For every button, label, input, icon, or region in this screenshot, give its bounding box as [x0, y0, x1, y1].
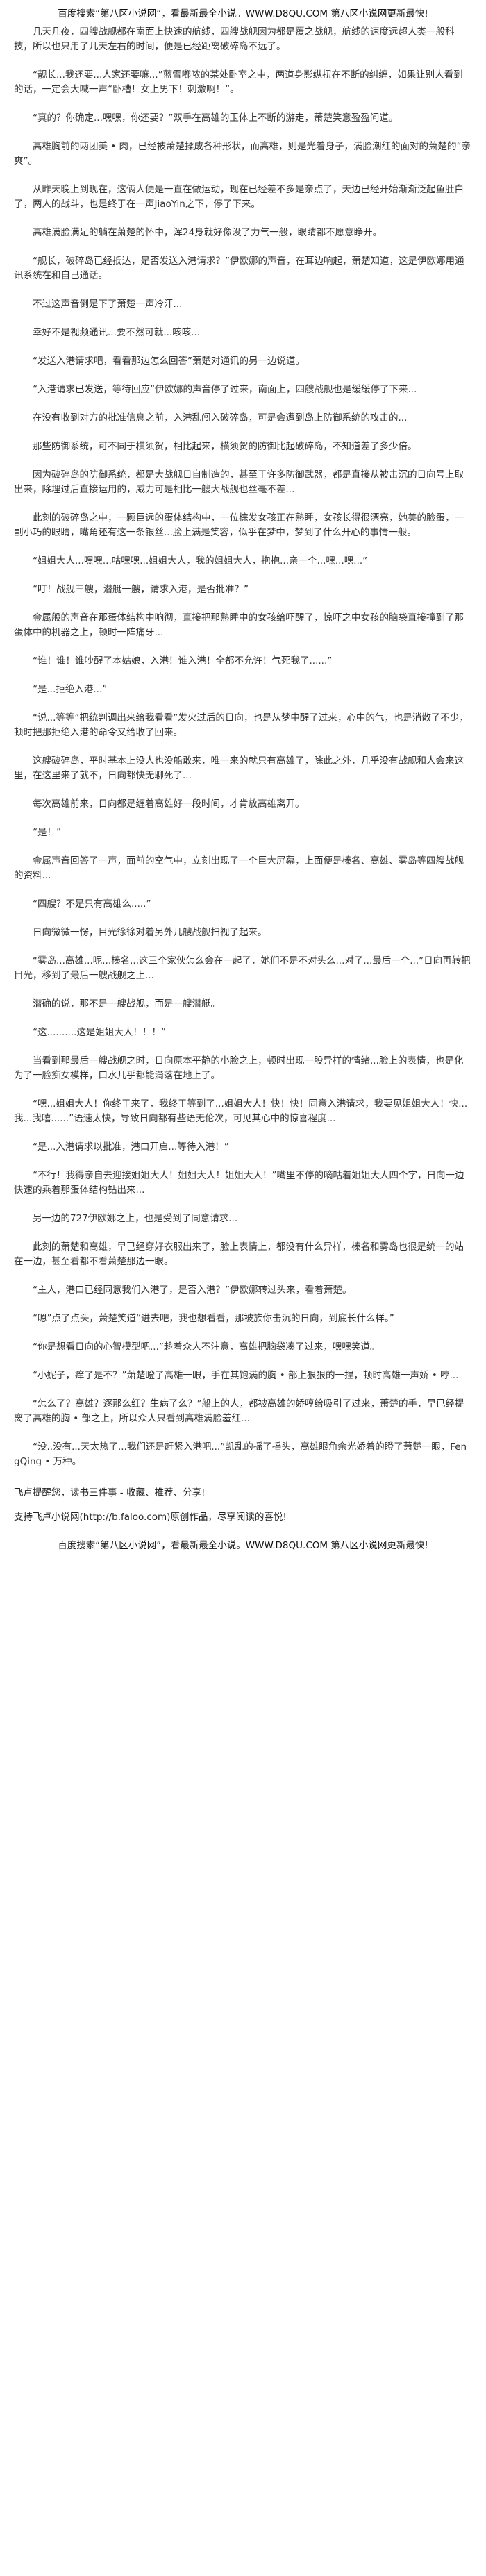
chapter-content: 几天几夜，四艘战舰都在南面上快速的航线，四艘战舰因为都是覆之战舰，航线的速度远超… — [14, 25, 472, 1469]
faloo-reminder: 飞卢提醒您，读书三件事 - 收藏、推荐、分享! — [14, 1487, 206, 1498]
paragraph: “说...等等”把统判调出来给我看看”发火过后的日向，也是从梦中醒了过来，心中的… — [14, 712, 469, 738]
paragraph: “叮！战舰三艘，潜艇一艘，请求入港，是否批准？” — [33, 584, 249, 595]
site-banner-bottom: 百度搜索“第八区小说网”，看最新最全小说。WWW.D8QU.COM 第八区小说网… — [58, 1540, 428, 1551]
paragraph: “姐姐大人...嘿嘿...咕嘿嘿...姐姐大人，我的姐姐大人，抱抱...亲一个.… — [33, 555, 368, 567]
paragraph: “舰长，破碎岛已经抵达，是否发送入港请求？”伊欧娜的声音，在耳边响起，萧楚知道，… — [14, 256, 464, 281]
footer: 飞卢提醒您，读书三件事 - 收藏、推荐、分享! 支持飞卢小说网(http://b… — [14, 1483, 472, 1525]
paragraph: “是...拒绝入港...” — [33, 684, 108, 695]
paragraph: “这..........这是姐姐大人！！！” — [33, 1027, 166, 1038]
page: 百度搜索“第八区小说网”，看最新最全小说。WWW.D8QU.COM 第八区小说网… — [14, 8, 472, 1551]
paragraph: 不过这声音倒是下了萧楚一声冷汗... — [33, 299, 183, 310]
paragraph: “不行！我得亲自去迎接姐姐大人！姐姐大人！姐姐大人！”嘴里不停的嘀咕着姐姐大人四… — [14, 1170, 464, 1196]
paragraph: 几天几夜，四艘战舰都在南面上快速的航线，四艘战舰因为都是覆之战舰，航线的速度远超… — [14, 26, 455, 52]
paragraph: “怎么了？高雄？逐那么红？生病了么？”船上的人，都被高雄的娇哼给吸引了过来，萧楚… — [14, 1398, 464, 1424]
paragraph: “入港请求已发送，等待回应”伊欧娜的声音停了过来，南面上，四艘战舰也是缓缓停了下… — [33, 384, 417, 395]
paragraph: “嘿...姐姐大人！你终于来了，我终于等到了...姐姐大人！快！快！同意入港请求… — [14, 1098, 468, 1124]
paragraph: “小妮子，痒了是不？”萧楚瞪了高雄一眼，手在其饱满的胸 • 部上狠狠的一捏，顿时… — [33, 1370, 459, 1381]
paragraph: “谁！谁！谁吵醒了本姑娘，入港！谁入港！全都不允许！气死我了......” — [33, 655, 333, 667]
paragraph: “四艘？不是只有高雄么.....” — [33, 898, 151, 910]
paragraph: 日向微微一愣，目光徐徐对着另外几艘战舰扫视了起来。 — [33, 927, 267, 938]
paragraph: “是...入港请求以批准，港口开启...等待入港！” — [33, 1141, 229, 1153]
paragraph: 潜确的说，那不是一艘战舰，而是一艘潜艇。 — [33, 998, 220, 1010]
paragraph: 那些防御系统，可不同于横须贺，相比起来，横须贺的防御比起破碎岛，不知道差了多少倍… — [33, 441, 417, 452]
paragraph: 金属般的声音在那蛋体结构中响彻，直接把那熟睡中的女孩给吓醒了，惊吓之中女孩的脑袋… — [14, 612, 464, 638]
paragraph: 在没有收到对方的批准信息之前，入港乱闯入破碎岛，可是会遭到岛上防御系统的攻击的.… — [33, 412, 408, 424]
paragraph: 金属声音回答了一声，面前的空气中，立刻出现了一个巨大屏幕，上面便是榛名、高雄、雾… — [14, 855, 464, 881]
paragraph: 高雄满脸满足的躺在萧楚的怀中，浑24身就好像没了力气一般，眼睛都不愿意睁开。 — [33, 227, 383, 238]
paragraph: “嗯”点了点头，萧楚笑道“进去吧，我也想看看，那被族你击沉的日向，到底长什么样。… — [33, 1313, 394, 1324]
paragraph: “靓长...我还要...人家还要嘛...”蓝雪嘟哝的某处卧室之中，两道身影纵扭在… — [14, 69, 463, 95]
site-banner-top: 百度搜索“第八区小说网”，看最新最全小说。WWW.D8QU.COM 第八区小说网… — [58, 8, 428, 19]
paragraph: “是！” — [33, 827, 61, 838]
paragraph: 因为破碎岛的防御系统，都是大战舰日自制造的，甚至于许多防御武器，都是直接从被击沉… — [14, 469, 464, 495]
paragraph: 另一边的727伊欧娜之上，也是受到了同意请求... — [33, 1213, 238, 1224]
paragraph: “发送入港请求吧，看看那边怎么回答”萧楚对通讯的另一边说道。 — [33, 356, 305, 367]
paragraph: 从昨天晚上到现在，这俩人便是一直在做运动，现在已经差不多是亲点了，天边已经开始渐… — [14, 184, 464, 210]
paragraph: “真的？你确定...嘿嘿，你还要？”双手在高雄的玉体上不断的游走，萧楚笑意盈盈问… — [33, 112, 399, 124]
faloo-support-note: 支持飞卢小说网(http://b.faloo.com)原创作品，尽享阅读的喜悦! — [14, 1512, 287, 1523]
paragraph: 高雄胸前的两团美 • 肉，已经被萧楚揉成各种形状，而高雄，则是光着身子，满脸潮红… — [14, 141, 471, 167]
paragraph: 每次高雄前来，日向都是缠着高雄好一段时间，才肯放高雄离开。 — [33, 798, 305, 810]
paragraph: 此刻的破碎岛之中，一颗巨远的蛋体结构中，一位棕发女孩正在熟睡，女孩长得很漂亮，她… — [14, 512, 464, 538]
paragraph: 此刻的萧楚和高雄，早已经穿好衣服出来了，脸上表情上，都没有什么异样，榛名和雾岛也… — [14, 1241, 464, 1267]
paragraph: 这艘破碎岛，平时基本上没人也没船敢来，唯一来的就只有高雄了，除此之外，几乎没有战… — [14, 755, 464, 781]
paragraph: “你是想看日向的心智模型吧...”趁着众人不注意，高雄把脑袋凑了过来，嘿嘿笑道。 — [33, 1341, 380, 1353]
paragraph: 幸好不是视频通讯...要不然可就...咳咳... — [33, 327, 201, 338]
paragraph: “没..没有...天太热了...我们还是赶紧入港吧...”凯乱的摇了摇头，高雄眼… — [14, 1441, 467, 1467]
paragraph: “主人，港口已经同意我们入港了，是否入港？”伊欧娜转过头来，看着萧楚。 — [33, 1285, 352, 1296]
paragraph: “雾岛...高雄...呢...榛名...这三个家伙怎么会在一起了，她们不是不对头… — [14, 955, 471, 981]
paragraph: 当看到那最后一艘战舰之时，日向原本平静的小脸之上，顿时出现一股异样的情绪...脸… — [14, 1055, 464, 1081]
